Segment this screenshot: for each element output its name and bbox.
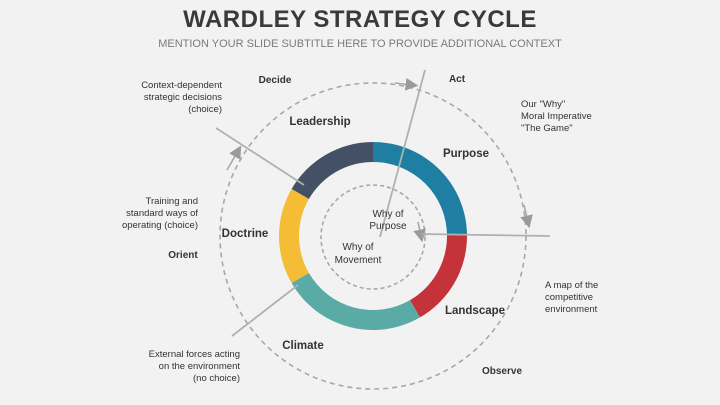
connector-climate [231, 284, 299, 337]
note-landscape-line: competitive [545, 292, 594, 303]
strategy-ring [278, 142, 467, 330]
connector-purpose [379, 69, 426, 238]
why-of-purpose-line2: Purpose [369, 221, 407, 232]
ring-segment-purpose [373, 142, 467, 236]
note-doctrine-line: standard ways of [126, 208, 198, 219]
note-leadership-line: (choice) [188, 104, 222, 115]
note-doctrine-line: operating (choice) [121, 220, 198, 231]
note-climate: External forces acting on the environmen… [110, 349, 240, 385]
segment-climate-label: Climate [282, 340, 324, 352]
outer-arrow-right [520, 204, 533, 229]
stage-act-label: Act [449, 74, 466, 85]
note-purpose: Our "Why" Moral Imperative "The Game" [521, 99, 641, 135]
stage-orient-label: Orient [168, 250, 198, 261]
segment-landscape-label: Landscape [445, 305, 505, 317]
outer-arrow-top [394, 77, 419, 91]
note-doctrine-line: Training and [145, 196, 198, 207]
note-doctrine: Training and standard ways of operating … [90, 196, 198, 232]
connector-leadership [215, 127, 305, 186]
ring-segment-climate [291, 273, 420, 330]
outer-arrow-left [226, 145, 242, 171]
inner-arrow [413, 221, 426, 243]
segment-purpose-label: Purpose [443, 148, 489, 160]
segment-leadership-label: Leadership [289, 116, 350, 128]
ring-segment-doctrine [278, 189, 309, 283]
why-of-purpose-line1: Why of [372, 209, 403, 220]
note-purpose-line: "The Game" [521, 123, 573, 134]
inner-cycle-path [320, 184, 426, 290]
note-landscape: A map of the competitive environment [545, 280, 655, 316]
ring-segment-landscape [410, 236, 467, 318]
note-landscape-line: environment [545, 304, 598, 315]
note-leadership-line: strategic decisions [143, 92, 222, 103]
page-subtitle: MENTION YOUR SLIDE SUBTITLE HERE TO PROV… [158, 38, 562, 50]
note-landscape-line: A map of the [545, 280, 599, 291]
note-climate-line: External forces acting [148, 349, 240, 360]
note-leadership-line: Context-dependent [141, 80, 222, 91]
stage-decide-label: Decide [259, 75, 292, 86]
note-leadership: Context-dependent strategic decisions (c… [100, 80, 222, 116]
note-climate-line: (no choice) [193, 373, 240, 384]
stage-observe-label: Observe [482, 366, 522, 377]
connector-landscape [421, 233, 551, 237]
segment-doctrine-label: Doctrine [222, 228, 269, 240]
note-climate-line: on the environment [158, 361, 240, 372]
note-purpose-line: Moral Imperative [521, 111, 592, 122]
note-purpose-line: Our "Why" [521, 99, 566, 110]
page-title: WARDLEY STRATEGY CYCLE [183, 6, 537, 33]
why-of-movement-line2: Movement [335, 255, 382, 266]
why-of-movement-line1: Why of [342, 242, 373, 253]
ring-segment-leadership [291, 142, 373, 199]
